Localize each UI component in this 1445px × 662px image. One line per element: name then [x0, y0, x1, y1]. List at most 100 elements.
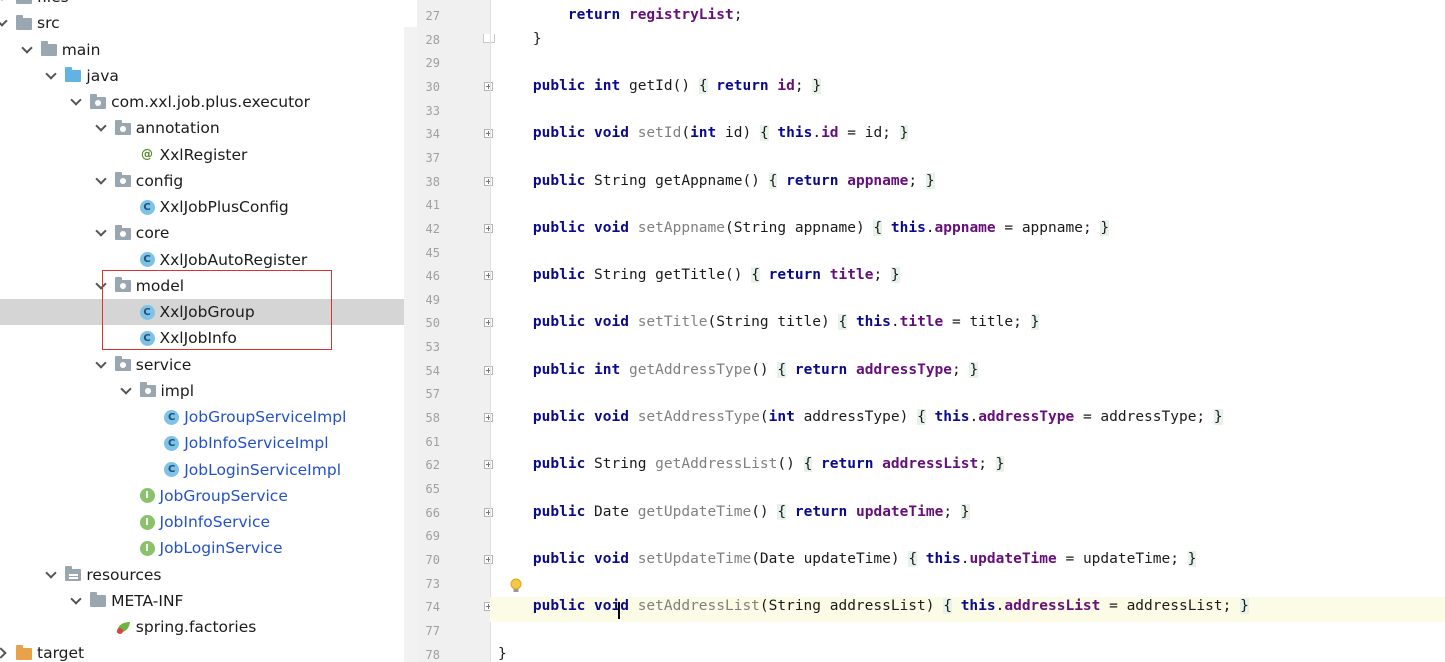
tree-item-label: XxlJobGroup	[159, 303, 255, 321]
fold-brace: {	[698, 77, 708, 94]
code-token: return	[567, 7, 621, 23]
tree-item-target[interactable]: target	[0, 640, 417, 662]
fold-expand-icon[interactable]	[484, 318, 493, 328]
fold-expand-icon[interactable]	[484, 271, 493, 281]
code-token	[786, 362, 795, 378]
code-line[interactable]: public void setAppname(String appname) {…	[498, 219, 1110, 236]
fold-expand-icon[interactable]	[484, 460, 493, 470]
code-token: String getTitle()	[585, 267, 752, 284]
code-token: appname	[934, 219, 996, 236]
code-line[interactable]: public void setAddressType(int addressTy…	[498, 409, 1223, 426]
fold-end-marker[interactable]	[483, 33, 495, 43]
tree-item-annotation[interactable]: annotation	[0, 115, 417, 141]
tree-item-label: JobInfoServiceImpl	[184, 434, 329, 453]
code-line[interactable]: public void setTitle(String title) { thi…	[498, 314, 1040, 331]
tree-item-config[interactable]: config	[0, 168, 417, 194]
chevron-down-icon[interactable]	[22, 44, 34, 56]
code-line[interactable]: public Date getUpdateTime() { return upd…	[498, 503, 970, 520]
fold-expand-icon[interactable]	[484, 176, 493, 186]
chevron-down-icon[interactable]	[0, 17, 9, 29]
chevron-down-icon[interactable]	[46, 569, 58, 581]
tree-item-model[interactable]: model	[0, 273, 417, 299]
tree-item-main[interactable]: main	[0, 37, 417, 63]
code-token	[629, 598, 638, 614]
code-line[interactable]: public String getAppname() { return appn…	[498, 172, 935, 189]
folder-icon	[90, 592, 107, 608]
code-token: public int	[532, 77, 621, 94]
chevron-down-icon[interactable]	[121, 385, 133, 397]
code-token: }	[498, 645, 507, 662]
chevron-down-icon[interactable]	[96, 359, 108, 371]
code-line[interactable]: public void setId(int id) { this.id = id…	[498, 125, 909, 142]
code-line[interactable]: public void setAddressList(String addres…	[498, 598, 1249, 615]
chevron-down-icon[interactable]	[96, 227, 108, 239]
code-line[interactable]: return registryList;	[498, 7, 743, 23]
fold-expand-icon[interactable]	[484, 507, 493, 517]
tree-item-core[interactable]: core	[0, 220, 417, 246]
code-line[interactable]: public void setUpdateTime(Date updateTim…	[498, 550, 1197, 567]
tree-item-impl[interactable]: impl	[0, 378, 417, 404]
chevron-down-icon[interactable]	[96, 175, 108, 187]
fold-expand-icon[interactable]	[484, 554, 493, 564]
line-number: 37	[425, 150, 440, 165]
fold-expand-icon[interactable]	[484, 413, 493, 423]
code-token: public void	[532, 314, 629, 331]
chevron-down-icon	[121, 201, 133, 213]
fold-brace: {	[943, 598, 952, 615]
code-token	[629, 125, 638, 141]
lightbulb-icon[interactable]	[510, 578, 522, 594]
chevron-down-icon[interactable]	[46, 70, 58, 82]
spring-icon	[115, 620, 131, 634]
fold-expand-icon[interactable]	[484, 129, 493, 139]
code-line[interactable]: }	[498, 31, 542, 47]
tree-item-spring-factories[interactable]: spring.factories	[0, 614, 417, 640]
tree-item-meta-inf[interactable]: META-INF	[0, 588, 417, 614]
tree-item-service[interactable]: service	[0, 352, 417, 378]
chevron-down-icon[interactable]	[96, 122, 108, 134]
code-line[interactable]: public int getId() { return id; }	[498, 77, 822, 94]
code-token	[847, 314, 856, 330]
tree-item-java[interactable]: java	[0, 63, 417, 89]
chevron-down-icon	[121, 516, 133, 528]
tree-item-label: core	[135, 224, 170, 243]
chevron-down-icon	[145, 411, 157, 423]
chevron-down-icon[interactable]	[0, 0, 9, 3]
fold-brace: {	[838, 314, 848, 331]
tree-scrollbar[interactable]	[404, 27, 417, 662]
code-token: ()	[751, 503, 778, 520]
code-token	[847, 504, 856, 520]
tree-item-com-xxl-job-plus-executor[interactable]: com.xxl.job.plus.executor	[0, 89, 417, 115]
chevron-down-icon[interactable]	[71, 595, 83, 607]
tree-item-xxlregister[interactable]: @XxlRegister	[0, 142, 417, 168]
tree-item-content: model	[96, 273, 184, 299]
tree-item-resources[interactable]: resources	[0, 562, 417, 588]
tree-item-src[interactable]: src	[0, 10, 417, 36]
fold-brace: {	[777, 361, 787, 378]
tree-item-label: XxlJobPlusConfig	[159, 198, 289, 216]
fold-expand-icon[interactable]	[484, 81, 493, 91]
tree-item-files[interactable]: files	[0, 0, 417, 10]
code-line[interactable]: public int getAddressType() { return add…	[498, 361, 979, 378]
fold-expand-icon[interactable]	[484, 365, 493, 375]
code-line[interactable]: public String getAddressList() { return …	[498, 456, 1005, 473]
chevron-down-icon[interactable]	[71, 96, 83, 108]
fold-expand-icon[interactable]	[484, 223, 493, 233]
code-line[interactable]: public String getTitle() { return title;…	[498, 267, 900, 284]
code-line[interactable]: }	[498, 646, 507, 662]
chevron-right-icon[interactable]	[0, 647, 9, 659]
